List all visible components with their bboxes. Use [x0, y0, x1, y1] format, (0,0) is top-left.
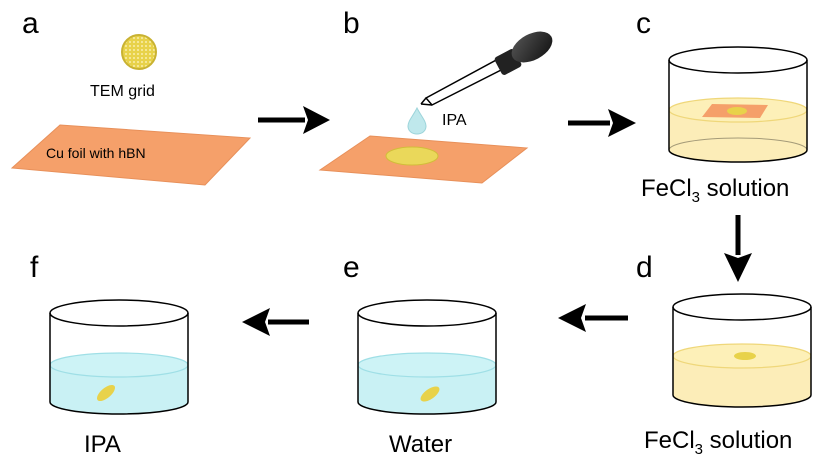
beaker-e [357, 299, 497, 415]
panel-a: a TEM grid Cu foil with hBN [10, 7, 252, 186]
panel-letter-c: c [636, 7, 651, 40]
arrow-e-to-f [242, 308, 309, 336]
tem-grid-on-foil [385, 146, 439, 166]
beaker-f [49, 299, 189, 415]
cu-foil-label: Cu foil with hBN [46, 145, 146, 161]
panel-c: c FeCl3 solution [636, 7, 808, 206]
caption-f: IPA [84, 431, 121, 458]
panel-letter-e: e [343, 251, 360, 284]
tem-grid-sinking-e [420, 386, 440, 402]
pipette-icon [420, 31, 553, 106]
solution-label-c: FeCl3 solution [641, 175, 789, 206]
tem-grid-floating-d [734, 352, 756, 360]
panel-letter-d: d [636, 251, 653, 284]
tem-grid-sinking-f [96, 384, 116, 402]
panel-letter-a: a [22, 7, 39, 40]
panel-d: d FeCl3 solution [636, 251, 812, 458]
panel-f: f IPA [30, 251, 189, 458]
beaker-d [672, 293, 812, 408]
solution-label-d: FeCl3 solution [644, 427, 792, 458]
panel-letter-f: f [30, 251, 39, 284]
cu-foil-sheet [10, 124, 252, 186]
arrow-d-to-e [558, 304, 628, 332]
arrow-a-to-b [258, 106, 330, 134]
arrow-b-to-c [568, 109, 636, 137]
tem-grid-icon [121, 34, 157, 70]
ipa-droplet-icon [407, 106, 427, 135]
beaker-c [668, 46, 808, 163]
arrow-c-to-d [724, 215, 752, 282]
dropper-label: IPA [442, 112, 467, 129]
panel-e: e Water [343, 251, 497, 458]
panel-b: b IPA [318, 7, 553, 184]
caption-e: Water [389, 431, 452, 458]
tem-grid-label: TEM grid [90, 83, 155, 100]
panel-letter-b: b [343, 7, 360, 40]
